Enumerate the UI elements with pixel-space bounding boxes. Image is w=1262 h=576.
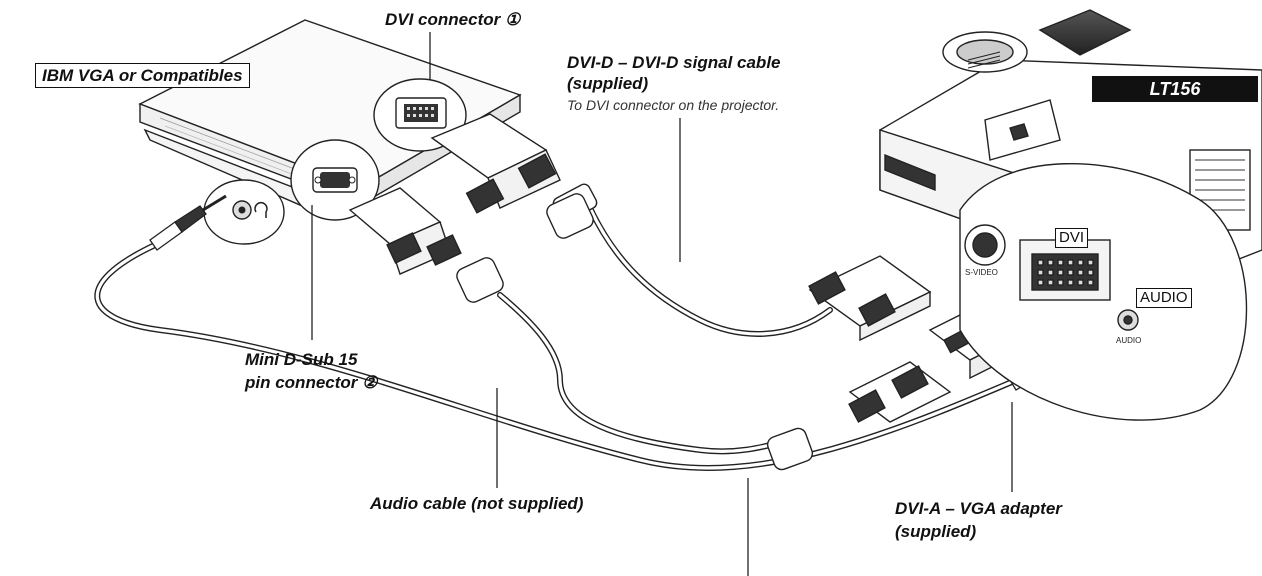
dvi-plug-laptop [430,113,598,223]
vga-plug-laptop [348,187,504,303]
dvi-plug-projector [808,255,932,342]
headphone-jack-icon [203,179,285,245]
dvi-cable [587,205,833,337]
ferrite-core-vga [766,427,814,471]
ferrite-core-dvi [546,193,594,239]
audio-cable-label: Audio cable (not supplied) [370,494,584,513]
dvi-cable-label-line2: (supplied) [567,74,649,93]
vga-plug-projector [848,361,952,423]
panel-svideo-label: S-VIDEO [965,268,998,277]
panel-audio-small-label: AUDIO [1116,336,1142,345]
panel-dvi-label: DVI [1055,228,1089,248]
computer-label: IBM VGA or Compatibles [35,63,250,88]
adapter-label-line2: (supplied) [895,522,977,541]
projector-illustration [879,9,1262,421]
vga-port-icon [290,139,380,221]
minidsub-label-line2: pin connector ② [245,373,378,392]
adapter-label-line1: DVI-A – VGA adapter [895,499,1062,518]
panel-audio-label: AUDIO [1136,288,1192,308]
model-tag: LT156 [1092,76,1258,102]
dvi-cable-note: To DVI connector on the projector. [567,97,780,113]
minidsub-label-line1: Mini D-Sub 15 [245,350,358,369]
audio-plug-left [149,194,227,251]
dvi-cable-label-line1: DVI-D – DVI-D signal cable [567,53,781,72]
vga-cable [497,292,793,455]
dvi-connector-label: DVI connector ① [385,10,521,29]
